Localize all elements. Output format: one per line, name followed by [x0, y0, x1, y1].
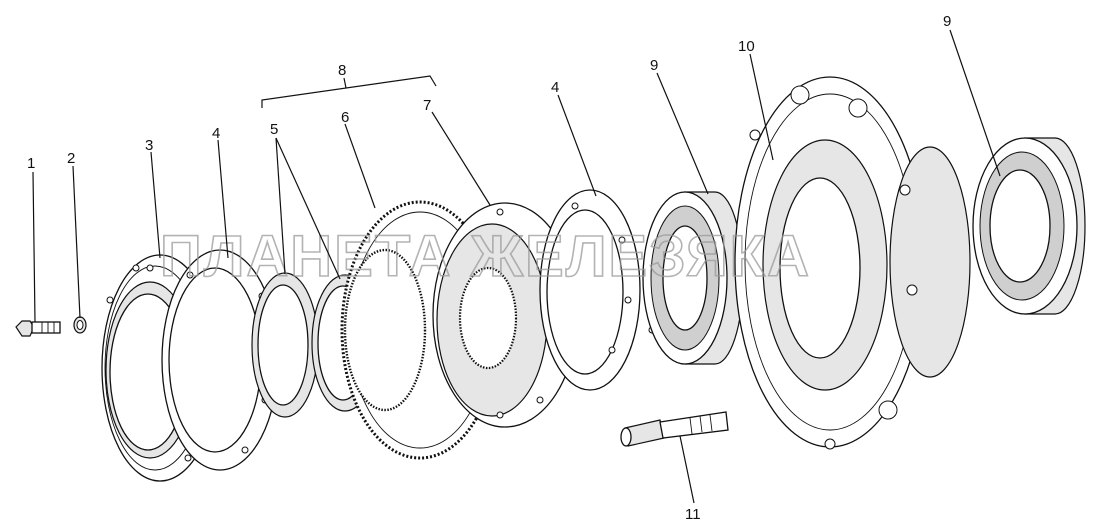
- callout-10: 10: [738, 38, 755, 55]
- callout-9-middle: 9: [650, 57, 658, 74]
- gasket-part-4-left: [161, 249, 279, 471]
- callout-11: 11: [685, 506, 701, 523]
- callout-5: 5: [270, 121, 278, 138]
- bearing-part-9-middle: [642, 191, 744, 365]
- callout-6: 6: [341, 109, 349, 126]
- wheel-hub-part-10: [734, 76, 971, 450]
- hub-ring-part-7: [432, 202, 578, 428]
- callout-9-right: 9: [943, 13, 951, 30]
- washer-part-2: [73, 316, 87, 334]
- callout-4-right: 4: [551, 79, 559, 96]
- callout-3: 3: [145, 137, 153, 154]
- bearing-part-9-right: [972, 137, 1086, 315]
- stud-part-11: [620, 411, 729, 447]
- callout-1: 1: [27, 155, 35, 172]
- gasket-part-4-right: [539, 189, 656, 391]
- leader-lines: [32, 29, 1001, 504]
- callout-8: 8: [338, 62, 346, 79]
- watermark-text: ПЛАНЕТА ЖЕЛЕЗЯКА: [160, 224, 811, 289]
- callout-2: 2: [67, 150, 75, 167]
- bolt-part-1: [15, 320, 61, 337]
- callout-7: 7: [423, 97, 431, 114]
- callout-4-left: 4: [212, 125, 220, 142]
